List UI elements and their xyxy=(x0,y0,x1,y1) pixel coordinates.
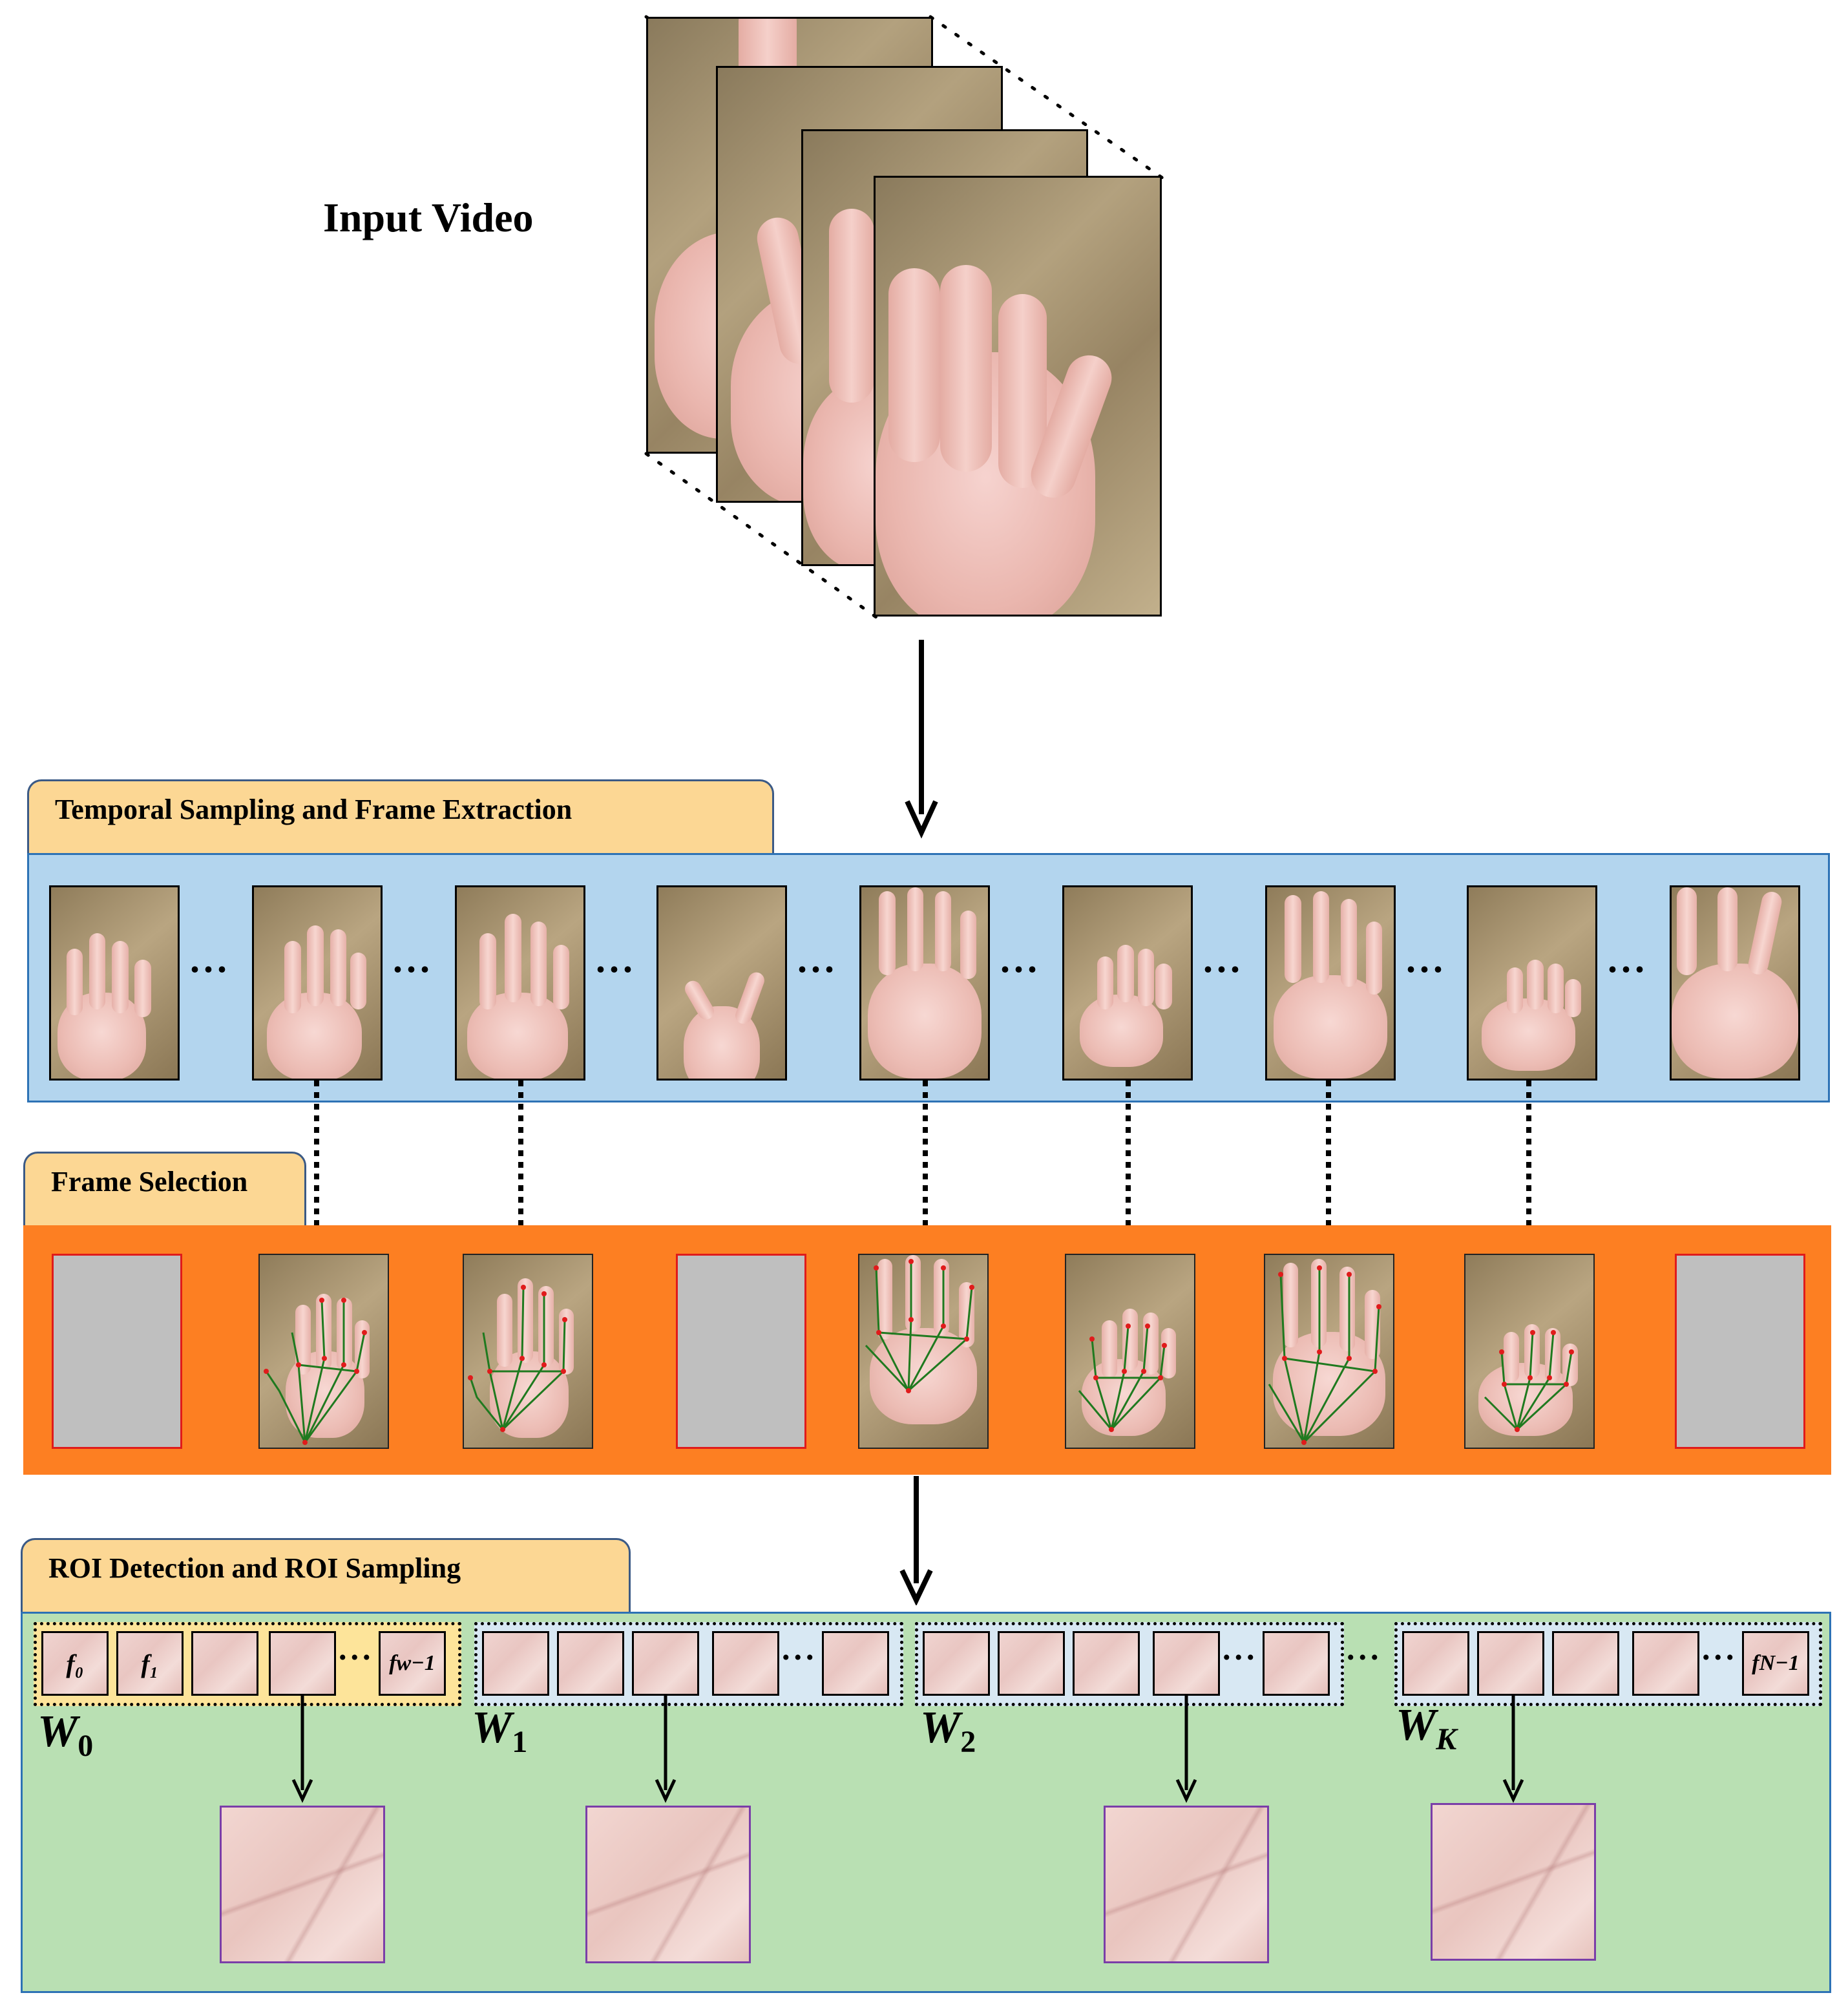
stage2-title: Frame Selection xyxy=(51,1166,248,1197)
roi-tile xyxy=(191,1631,258,1696)
hand-landmarks xyxy=(1268,1265,1381,1445)
stage3-tab: ROI Detection and ROI Sampling xyxy=(21,1538,631,1612)
stage2-tab: Frame Selection xyxy=(23,1152,306,1225)
extracted-frame-8 xyxy=(1467,885,1597,1081)
selected-frame-6 xyxy=(1464,1254,1595,1449)
tile-label-fN-1: fN−1 xyxy=(1752,1651,1800,1675)
roi-tile xyxy=(1632,1631,1699,1696)
video-frame-4 xyxy=(874,176,1162,617)
stage1-tab: Temporal Sampling and Frame Extraction xyxy=(27,779,774,853)
extracted-frame-2 xyxy=(252,885,383,1081)
window-label-w0: W0 xyxy=(37,1707,94,1763)
hand-landmarks xyxy=(1484,1330,1574,1432)
rejected-frame-1 xyxy=(52,1254,182,1449)
ellipsis: ... xyxy=(797,938,838,980)
roi-tile xyxy=(1263,1631,1330,1696)
roi-tile: f₀ xyxy=(41,1631,109,1696)
sampled-roi-wk xyxy=(1431,1803,1596,1961)
roi-tile: fw−1 xyxy=(379,1631,446,1696)
roi-tile xyxy=(632,1631,699,1696)
hand-landmarks xyxy=(865,1259,974,1393)
roi-tile xyxy=(1153,1631,1220,1696)
window-label-w2: W2 xyxy=(920,1703,976,1759)
ellipsis: ... xyxy=(339,1630,375,1667)
roi-tile xyxy=(1552,1631,1619,1696)
hand-landmarks xyxy=(264,1298,367,1445)
roi-tile xyxy=(269,1631,336,1696)
ellipsis: ... xyxy=(1702,1630,1738,1667)
window-label-wk: WK xyxy=(1396,1700,1457,1756)
arrow-video-to-sampling xyxy=(905,640,938,839)
selected-frame-1 xyxy=(258,1254,389,1449)
roi-tile: f₁ xyxy=(116,1631,184,1696)
extracted-frame-9 xyxy=(1670,885,1800,1081)
selected-frame-5 xyxy=(1264,1254,1394,1449)
ellipsis: ... xyxy=(782,1630,818,1667)
tile-label-f0: f₀ xyxy=(66,1649,84,1678)
ellipsis: ... xyxy=(190,938,231,980)
window-label-w1: W1 xyxy=(472,1703,528,1759)
roi-tile xyxy=(1402,1631,1469,1696)
hand-landmarks xyxy=(1078,1324,1167,1432)
ellipsis: ... xyxy=(1223,1630,1259,1667)
sampled-roi-w2 xyxy=(1104,1806,1269,1963)
ellipsis: ... xyxy=(1000,938,1041,980)
extracted-frame-4 xyxy=(656,885,787,1081)
rejected-frame-2 xyxy=(676,1254,806,1449)
selected-frame-3 xyxy=(858,1254,989,1449)
extracted-frame-3 xyxy=(455,885,585,1081)
extracted-frame-6 xyxy=(1062,885,1193,1081)
roi-tile xyxy=(998,1631,1065,1696)
ellipsis-between-windows: ... xyxy=(1347,1630,1383,1667)
roi-tile xyxy=(822,1631,889,1696)
tile-label-f1: f₁ xyxy=(141,1649,159,1678)
hand-landmarks xyxy=(468,1285,567,1432)
roi-tile xyxy=(712,1631,779,1696)
roi-tile xyxy=(923,1631,990,1696)
ellipsis: ... xyxy=(1203,938,1244,980)
tile-label-fw-1: fw−1 xyxy=(389,1651,436,1675)
roi-tile xyxy=(1073,1631,1140,1696)
extracted-frame-7 xyxy=(1265,885,1396,1081)
rejected-frame-3 xyxy=(1675,1254,1805,1449)
selected-frame-4 xyxy=(1065,1254,1195,1449)
sampled-roi-w0 xyxy=(220,1806,385,1963)
input-video-title: Input Video xyxy=(323,195,534,240)
ellipsis: ... xyxy=(393,938,434,980)
ellipsis: ... xyxy=(596,938,636,980)
ellipsis: ... xyxy=(1608,938,1648,980)
stage3-title: ROI Detection and ROI Sampling xyxy=(48,1552,461,1584)
roi-tile: fN−1 xyxy=(1742,1631,1809,1696)
roi-tile xyxy=(482,1631,549,1696)
extracted-frame-1 xyxy=(49,885,180,1081)
arrow-selection-to-roi xyxy=(899,1476,933,1605)
roi-tile xyxy=(1477,1631,1544,1696)
input-video-stack xyxy=(0,0,1848,620)
stage1-title: Temporal Sampling and Frame Extraction xyxy=(55,794,572,825)
roi-tile xyxy=(557,1631,624,1696)
selected-frame-2 xyxy=(463,1254,593,1449)
ellipsis: ... xyxy=(1406,938,1447,980)
sampled-roi-w1 xyxy=(585,1806,751,1963)
roi-sampling-arrows xyxy=(291,1696,1524,1803)
extracted-frame-5 xyxy=(859,885,990,1081)
